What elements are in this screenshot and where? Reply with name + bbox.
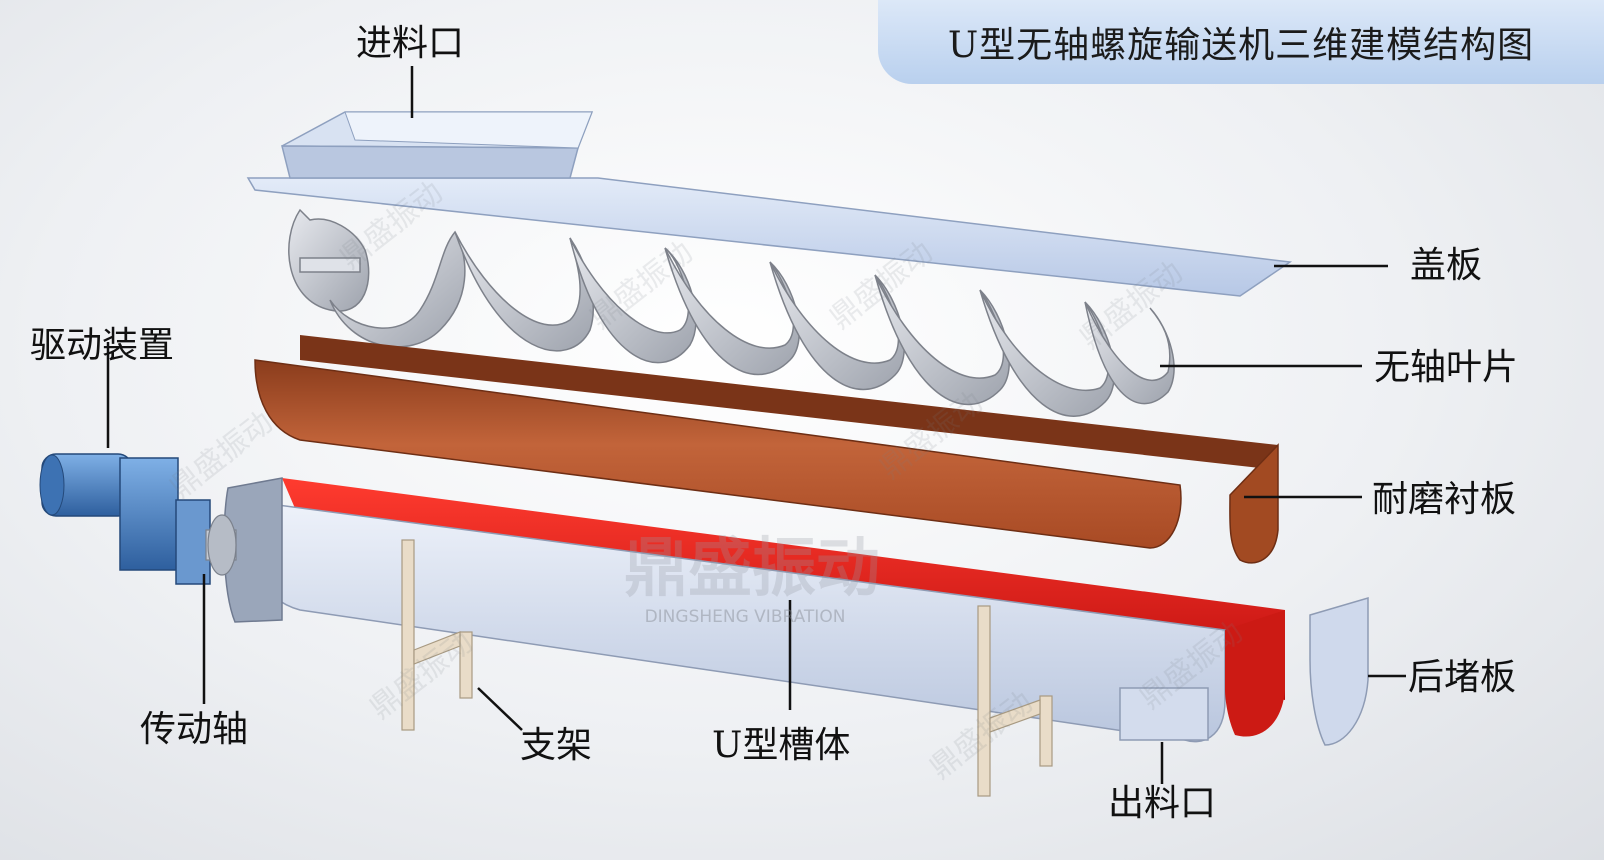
label-inlet: 进料口 [356, 23, 465, 64]
diagram-title: U型无轴螺旋输送机三维建模结构图 [947, 25, 1535, 66]
supports [401, 539, 1053, 797]
label-drive: 驱动装置 [30, 325, 175, 366]
wear-liner [254, 335, 1279, 564]
label-support: 支架 [520, 725, 593, 766]
label-outlet: 出料口 [1108, 783, 1217, 824]
label-cover: 盖板 [1410, 245, 1483, 286]
label-liner: 耐磨衬板 [1372, 479, 1517, 520]
label-shaft: 传动轴 [140, 709, 249, 750]
drive-shaft [205, 514, 237, 576]
drive-unit [39, 453, 211, 585]
label-blade: 无轴叶片 [1374, 347, 1519, 388]
cover-plate [246, 111, 1293, 297]
rear-end-plate [1309, 596, 1369, 746]
watermark-main-text: 鼎盛振动 [624, 531, 880, 606]
title-banner: U型无轴螺旋输送机三维建模结构图 [878, 0, 1604, 84]
label-trough: U型槽体 [712, 725, 851, 766]
watermark-sub-text: DINGSHENG VIBRATION [645, 607, 846, 627]
label-end-plate: 后堵板 [1408, 657, 1517, 698]
leader-lines [106, 66, 1406, 784]
shaftless-spiral-blade [288, 208, 1175, 417]
